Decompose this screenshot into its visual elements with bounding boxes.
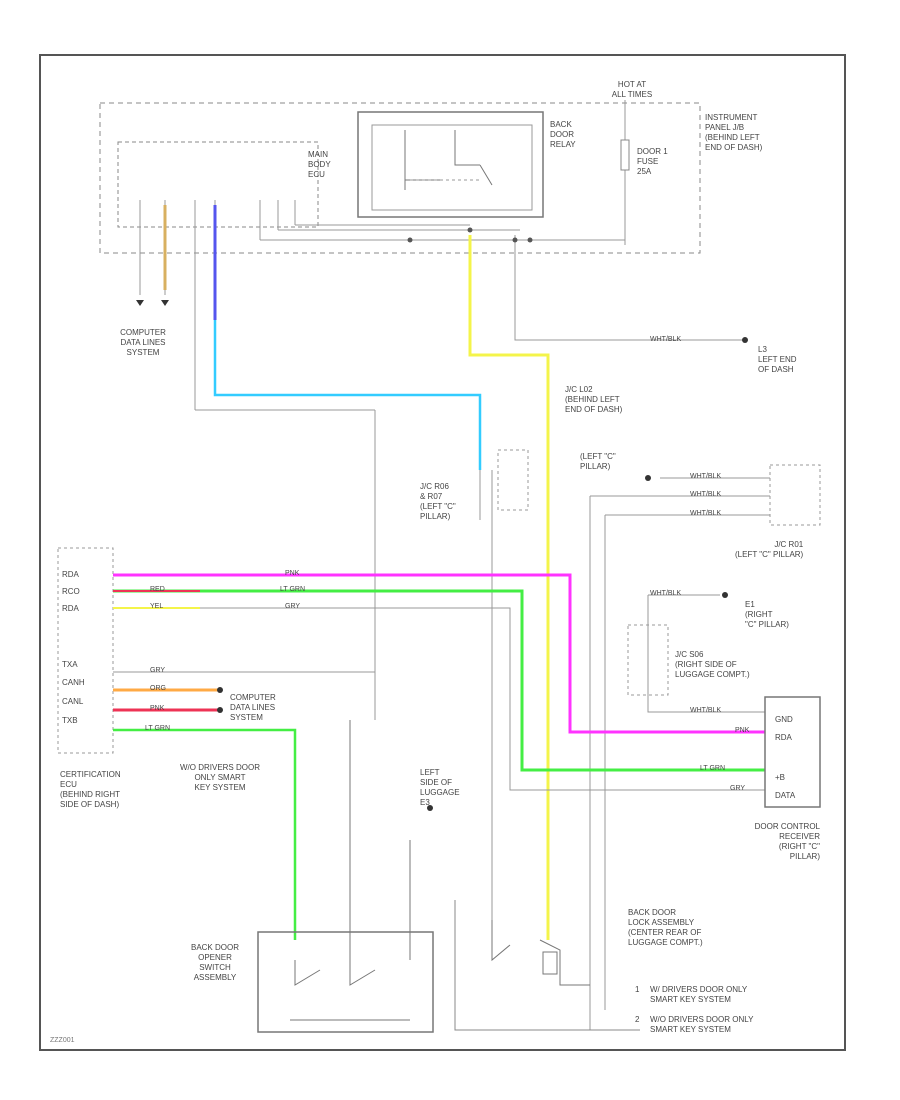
- wire-label-ltgrn-1: LT GRN: [280, 586, 306, 593]
- wire-gry-plusb: [200, 607, 765, 791]
- ground-left-c-pillar: [645, 475, 651, 481]
- wire-ltblu: [213, 320, 482, 470]
- wire-pnk-rda: [113, 573, 765, 734]
- ground-e3: [427, 805, 433, 811]
- wire-label-whtblk-3: WHT/BLK: [690, 491, 722, 498]
- back-door-opener-box: [257, 931, 434, 1033]
- left-c-pillar-ground-label: (LEFT "C"PILLAR): [580, 452, 616, 471]
- jc-r01-box: [769, 464, 821, 526]
- ground-e1: [722, 592, 728, 598]
- jc-r01-label: J/C R01(LEFT "C" PILLAR): [735, 540, 804, 559]
- wire-yel: [468, 235, 550, 940]
- door1-fuse: [620, 139, 630, 171]
- wire-whtblk-ground: [514, 235, 745, 341]
- relay-inner: [371, 124, 533, 211]
- wire-label-pnk-2: PNK: [735, 727, 750, 734]
- certification-ecu-box: [57, 547, 114, 754]
- wire-label-pnk-1: PNK: [285, 570, 300, 577]
- back-door-relay-box: [357, 111, 544, 218]
- main-body-ecu-box: [117, 141, 319, 228]
- jc-r06-r07-label: J/C R06& R07 (LEFT "C"PILLAR): [420, 482, 456, 521]
- right-c-pillar-label: E1(RIGHT"C" PILLAR): [745, 600, 789, 629]
- wire-label-yel: YEL: [150, 603, 164, 610]
- wire-label-gry-1: GRY: [285, 603, 301, 610]
- wire-label-whtblk-4: WHT/BLK: [690, 510, 722, 517]
- wire-label-gry-2: GRY: [730, 785, 746, 792]
- wire-label-whtblk-6: WHT/BLK: [690, 707, 722, 714]
- wire-label-gry-3: GRY: [150, 667, 166, 674]
- door-control-receiver-box: [764, 696, 821, 808]
- instrument-panel-box: [99, 102, 701, 254]
- back-door-lock-frame: [454, 900, 640, 1031]
- ground-l3: [742, 337, 748, 343]
- jc-s06-box: [627, 624, 669, 696]
- wire-label-red: RED: [150, 586, 165, 593]
- wire-label-whtblk-1: WHT/BLK: [650, 336, 682, 343]
- footer-code: ZZZ001: [50, 1037, 75, 1044]
- wire-ltgrn-txb: [113, 728, 297, 940]
- wire-label-whtblk-5: WHT/BLK: [650, 590, 682, 597]
- wire-whtblk-e1: [647, 594, 765, 713]
- cert-pins: RDA RCO RDA TXA CANH CANL TXB: [62, 570, 85, 725]
- wire-label-pnk-3: PNK: [150, 705, 165, 712]
- receiver-pins: GND RDA +B DATA: [775, 715, 796, 800]
- data-lines-arrows: [136, 300, 169, 306]
- wire-label-org: ORG: [150, 685, 166, 692]
- wire-label-ltgrn-3: LT GRN: [145, 725, 171, 732]
- diagram-frame: [39, 54, 846, 1051]
- wire-ltgrn-data: [113, 589, 765, 772]
- wire-label-ltgrn-2: LT GRN: [700, 765, 726, 772]
- wire-label-whtblk-2: WHT/BLK: [690, 473, 722, 480]
- jc-r06-box: [497, 449, 529, 511]
